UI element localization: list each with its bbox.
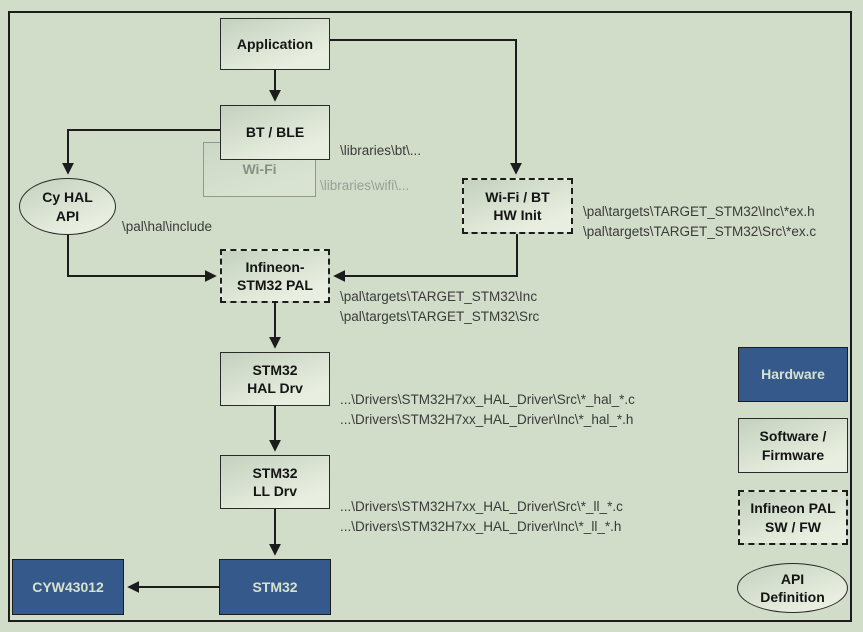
- node-bt-ble-label: BT / BLE: [245, 124, 305, 141]
- path-ll-paths: ...\Drivers\STM32H7xx_HAL_Driver\Src\*_l…: [340, 497, 623, 537]
- node-infineon-stm32-pal-line2: STM32 PAL: [237, 277, 313, 293]
- legend-software-firmware-line2: Firmware: [761, 446, 825, 463]
- node-stm32-ll-drv-line1: STM32: [252, 464, 298, 481]
- path-hal-paths: ...\Drivers\STM32H7xx_HAL_Driver\Src\*_h…: [340, 390, 635, 430]
- path-ll-src: ...\Drivers\STM32H7xx_HAL_Driver\Src\*_l…: [340, 499, 623, 514]
- node-cy-hal-api-line1: Cy HAL: [42, 189, 93, 206]
- node-cyw43012-label: CYW43012: [32, 578, 104, 595]
- path-hw-init-src: \pal\targets\TARGET_STM32\Src\*ex.c: [583, 224, 817, 239]
- path-hw-init-paths: \pal\targets\TARGET_STM32\Inc\*ex.h \pal…: [583, 202, 816, 242]
- legend-hardware-label: Hardware: [761, 366, 825, 383]
- legend-infineon-pal-line2: SW / FW: [765, 518, 821, 535]
- path-hal-src: ...\Drivers\STM32H7xx_HAL_Driver\Src\*_h…: [340, 392, 635, 407]
- node-stm32-ll-drv-line2: LL Drv: [252, 483, 298, 499]
- legend-software-firmware-line1: Software /: [759, 428, 827, 445]
- node-stm32: STM32: [219, 559, 331, 615]
- node-stm32-ll-drv: STM32 LL Drv: [220, 455, 330, 509]
- node-cyw43012: CYW43012: [12, 559, 124, 615]
- legend-software-firmware: Software / Firmware: [738, 418, 848, 473]
- node-infineon-stm32-pal: Infineon- STM32 PAL: [220, 249, 330, 303]
- path-ll-inc: ...\Drivers\STM32H7xx_HAL_Driver\Inc\*_l…: [340, 519, 622, 534]
- legend-api-definition-line1: API: [780, 570, 805, 587]
- node-stm32-hal-drv: STM32 HAL Drv: [220, 352, 330, 406]
- path-pal-paths: \pal\targets\TARGET_STM32\Inc \pal\targe…: [340, 287, 539, 327]
- legend-hardware: Hardware: [738, 347, 848, 402]
- path-pal-inc: \pal\targets\TARGET_STM32\Inc: [340, 289, 538, 304]
- path-pal-hal-include: \pal\hal\include: [122, 219, 213, 234]
- node-application-label: Application: [236, 35, 314, 52]
- legend-infineon-pal: Infineon PAL SW / FW: [738, 490, 848, 545]
- node-wifi-bt-hw-init: Wi-Fi / BT HW Init: [462, 178, 573, 234]
- path-hal-inc: ...\Drivers\STM32H7xx_HAL_Driver\Inc\*_h…: [340, 412, 634, 427]
- path-libraries-wifi: \libraries\wifi\...: [320, 178, 410, 193]
- node-cy-hal-api: Cy HAL API: [19, 178, 116, 235]
- legend-api-definition-line2: Definition: [760, 589, 825, 605]
- node-stm32-hal-drv-line2: HAL Drv: [247, 380, 303, 396]
- node-stm32-hal-drv-line1: STM32: [252, 361, 298, 378]
- node-wifi-bt-hw-init-line2: HW Init: [493, 207, 542, 223]
- path-libraries-bt: \libraries\bt\...: [340, 143, 422, 158]
- node-application: Application: [220, 18, 330, 70]
- diagram-frame: [8, 11, 852, 622]
- node-cy-hal-api-line2: API: [55, 207, 80, 224]
- node-bt-ble: BT / BLE: [220, 105, 330, 160]
- node-wifi-bt-hw-init-line1: Wi-Fi / BT: [485, 188, 550, 205]
- node-stm32-label: STM32: [252, 578, 298, 595]
- legend-api-definition: API Definition: [737, 563, 848, 613]
- legend-infineon-pal-line1: Infineon PAL: [750, 500, 836, 517]
- node-infineon-stm32-pal-line1: Infineon-: [245, 258, 305, 275]
- path-hw-init-inc: \pal\targets\TARGET_STM32\Inc\*ex.h: [583, 204, 815, 219]
- path-pal-src: \pal\targets\TARGET_STM32\Src: [340, 309, 540, 324]
- node-wifi-ghost-label: Wi-Fi: [242, 161, 277, 178]
